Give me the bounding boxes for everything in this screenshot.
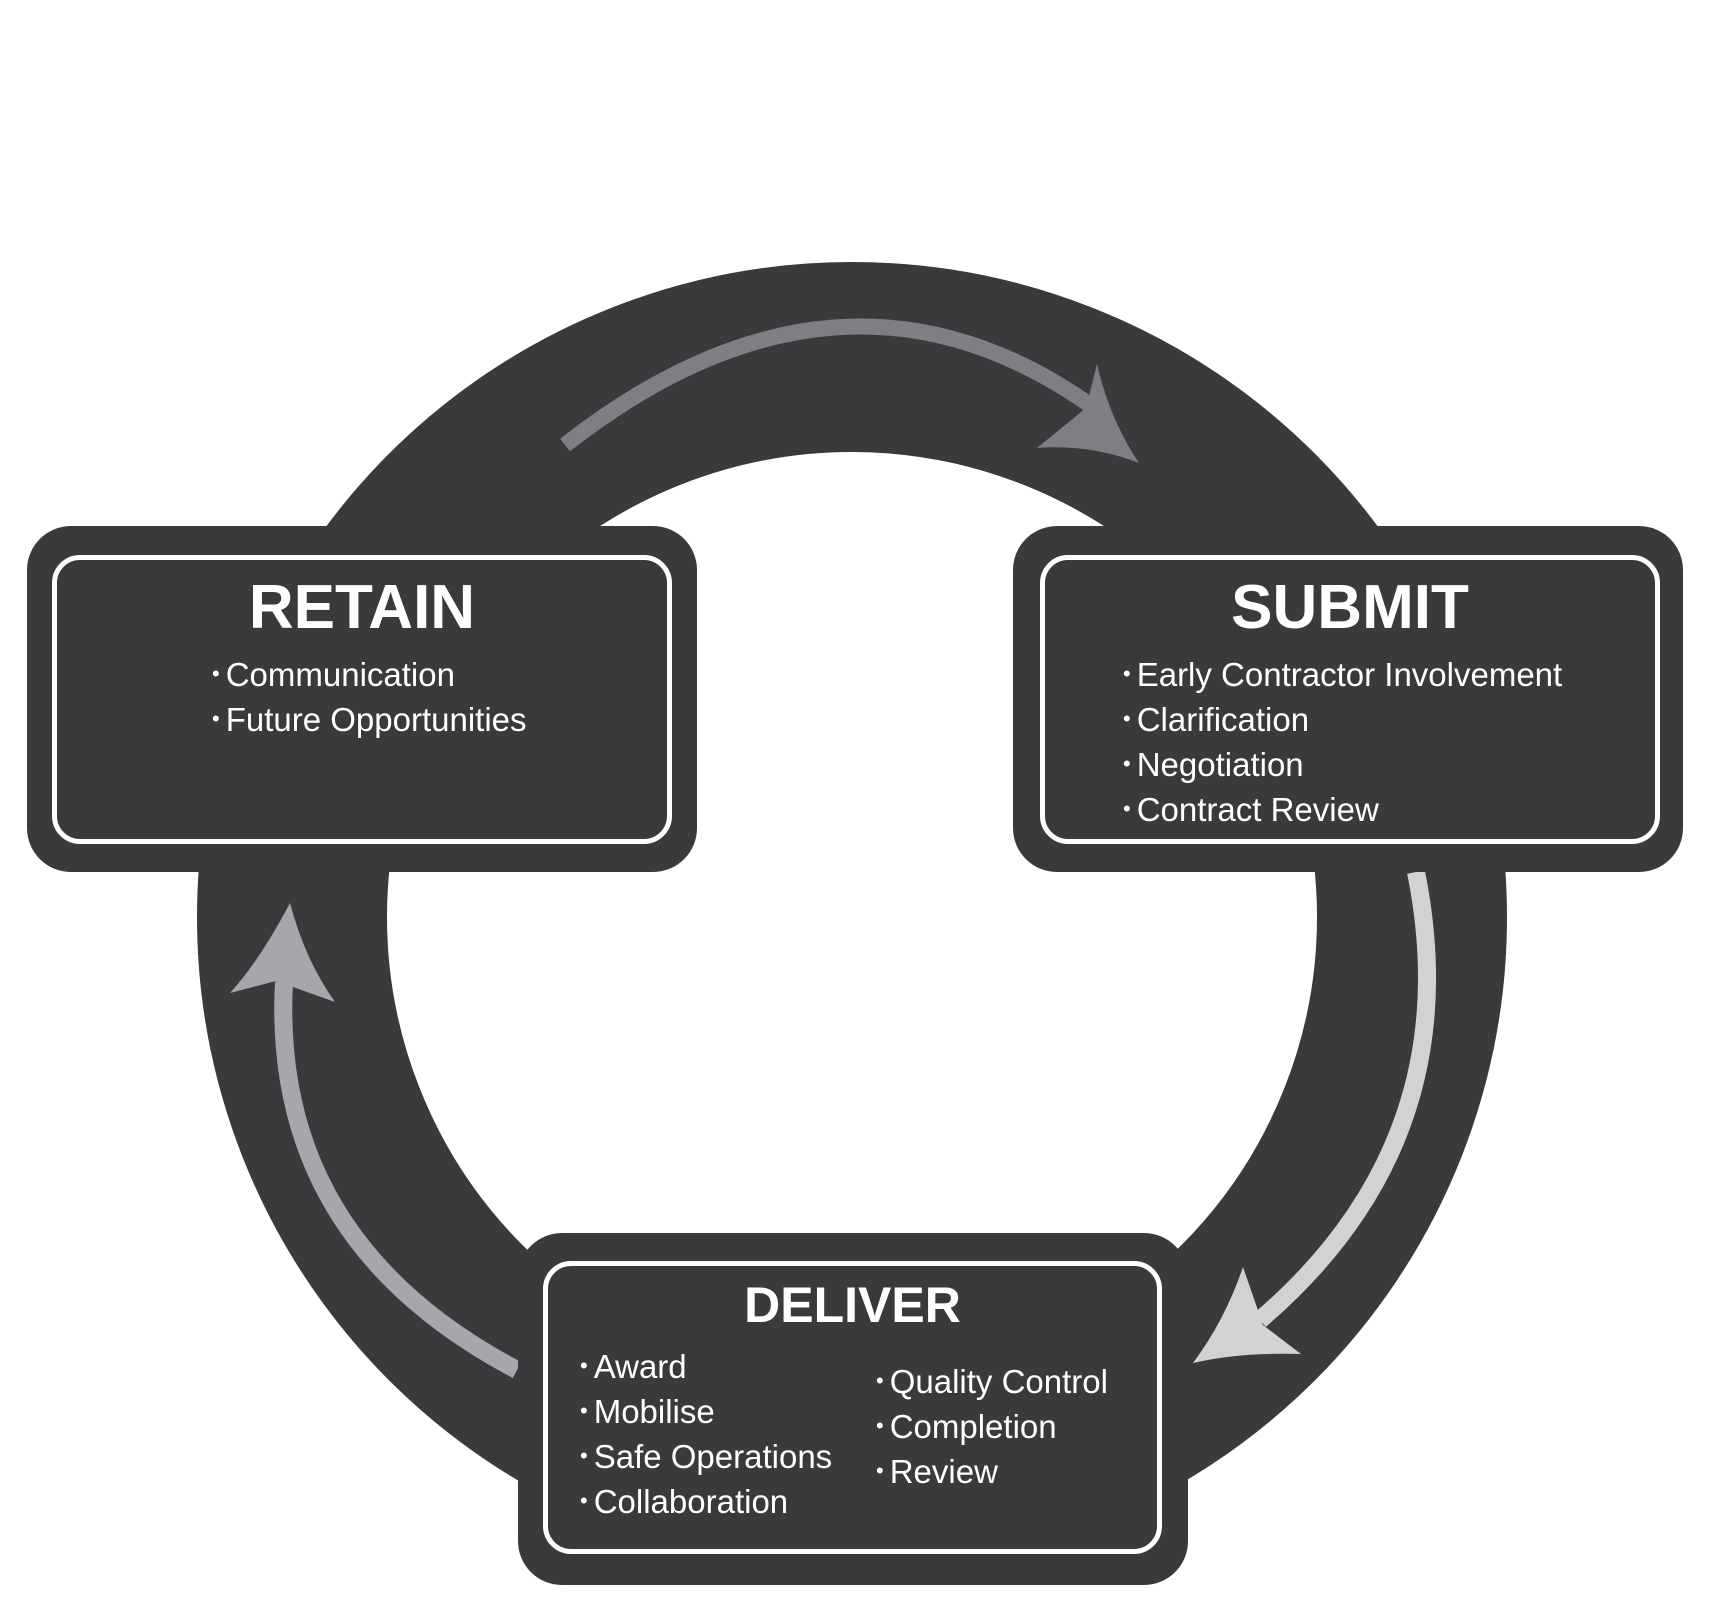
list-item: Communication (212, 654, 527, 699)
retain-bullet-list: Communication Future Opportunities (212, 654, 527, 744)
right-arrow-shaft (1254, 870, 1437, 1327)
list-item: Mobilise (580, 1391, 832, 1436)
submit-bullet-list: Early Contractor Involvement Clarificati… (1123, 654, 1563, 834)
list-item: Collaboration (580, 1481, 832, 1526)
left-arrow-shaft (274, 981, 522, 1378)
submit-stage: SUBMIT Early Contractor Involvement Clar… (1013, 526, 1683, 872)
retain-inner-panel: RETAIN Communication Future Opportunitie… (52, 555, 672, 844)
list-item: Safe Operations (580, 1436, 832, 1481)
submit-title: SUBMIT (1231, 573, 1469, 642)
top-arrow-shaft (560, 318, 1095, 452)
list-item: Future Opportunities (212, 699, 527, 744)
list-item: Clarification (1123, 699, 1562, 744)
list-item: Contract Review (1123, 789, 1562, 834)
right-arrow-head (1193, 1267, 1301, 1363)
list-item: Award (580, 1346, 832, 1391)
left-arrow-icon (230, 903, 522, 1378)
list-item: Quality Control (876, 1361, 1108, 1406)
right-arrow-icon (1193, 870, 1437, 1363)
retain-stage: RETAIN Communication Future Opportunitie… (27, 526, 697, 872)
deliver-bullet-list-left: Award Mobilise Safe Operations Collabora… (580, 1346, 832, 1526)
top-arrow-icon (560, 318, 1139, 463)
retain-title: RETAIN (248, 573, 476, 642)
left-arrow-head (230, 903, 335, 1002)
list-item: Negotiation (1123, 744, 1562, 789)
list-item: Early Contractor Involvement (1123, 654, 1563, 699)
list-item: Completion (876, 1406, 1108, 1451)
list-item: Review (876, 1451, 1108, 1496)
deliver-inner-panel: DELIVER Award Mobilise Safe Operations C… (543, 1261, 1162, 1554)
submit-inner-panel: SUBMIT Early Contractor Involvement Clar… (1040, 555, 1660, 844)
deliver-title: DELIVER (744, 1277, 961, 1333)
deliver-bullet-list-right: Quality Control Completion Review (876, 1361, 1108, 1496)
deliver-stage: DELIVER Award Mobilise Safe Operations C… (518, 1233, 1188, 1585)
top-arrow-head (1037, 364, 1139, 463)
